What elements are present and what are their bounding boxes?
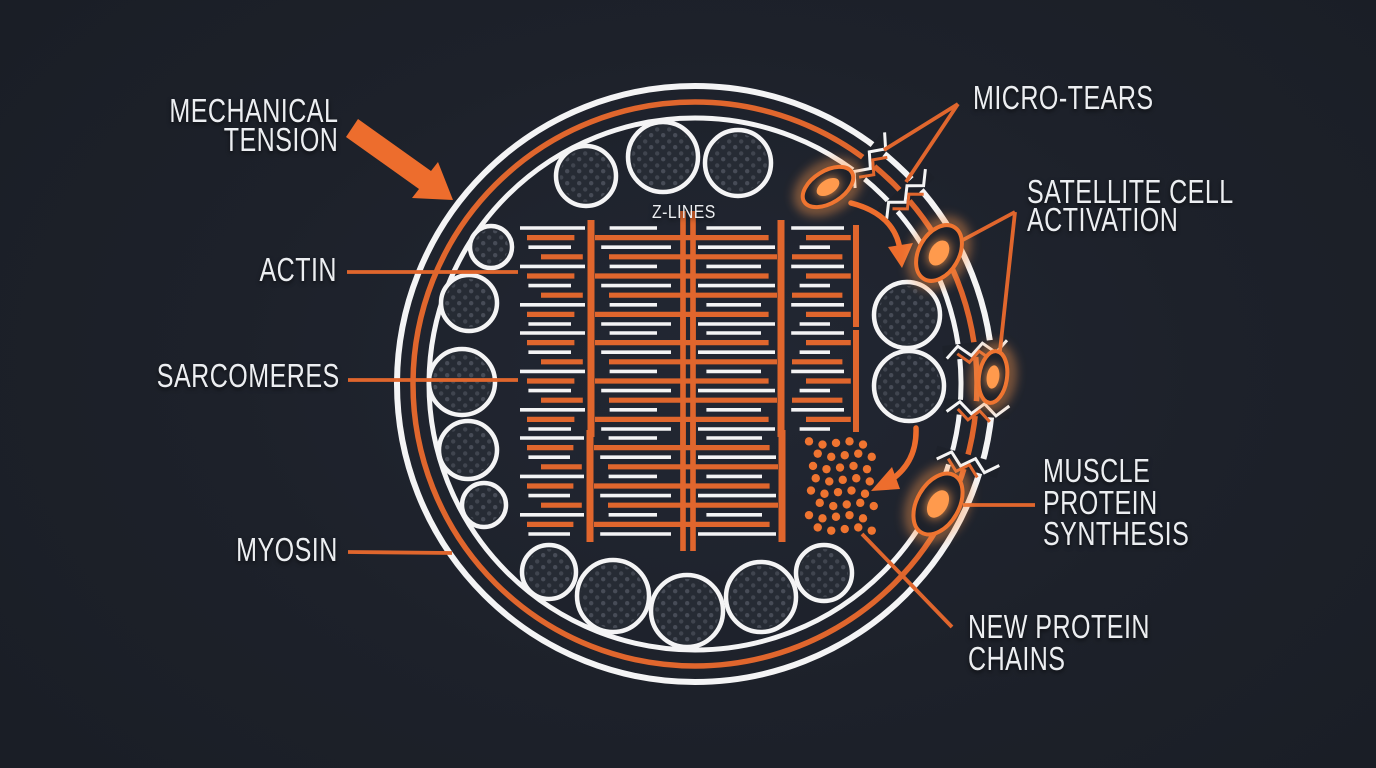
satellite-line2: ACTIVATION (1027, 200, 1179, 238)
mechanical-tension-line2: TENSION (223, 121, 338, 158)
npc-leader (860, 532, 954, 629)
npc-line1: NEW PROTEIN (968, 608, 1150, 645)
micro-tears-label: MICRO-TEARS (973, 79, 1154, 116)
actin-label: ACTIN (259, 251, 337, 288)
satellite-cell (970, 343, 1016, 411)
tear-to-satellite-arrow (848, 200, 903, 253)
z-lines-label: Z-LINES (652, 202, 716, 222)
mps-line2: PROTEIN (1043, 483, 1158, 521)
sarcomeres-label: SARCOMERES (157, 357, 340, 394)
satellite-leader-b (997, 211, 1017, 361)
mps-line3: SYNTHESIS (1043, 515, 1190, 552)
mps-line1: MUSCLE (1043, 452, 1151, 489)
satellite-cells (794, 158, 1016, 543)
satellite-cell (905, 465, 971, 543)
satellite-cell-activation-label: SATELLITE CELL ACTIVATION (1027, 173, 1234, 238)
mechanical-tension-label: MECHANICAL TENSION (168, 92, 338, 158)
npc-line2: CHAINS (968, 640, 1066, 677)
myofibril-circles (426, 119, 947, 650)
myosin-leader (347, 550, 453, 555)
new-protein-chain-dots (804, 437, 878, 535)
satellite-line1: SATELLITE CELL (1027, 173, 1234, 210)
micro-tears-leader-b (904, 102, 960, 184)
myosin-label: MYOSIN (236, 531, 338, 568)
process-arrows (848, 200, 919, 491)
satellite-cell (794, 158, 862, 216)
mechanical-tension-line1: MECHANICAL (168, 92, 338, 129)
leader-lines (347, 102, 1035, 629)
satellite-cell (908, 217, 970, 289)
muscle-protein-synthesis-label: MUSCLE PROTEIN SYNTHESIS (1043, 452, 1190, 552)
sarcomere-bands (520, 211, 859, 551)
new-protein-chains-label: NEW PROTEIN CHAINS (968, 608, 1150, 677)
micro-tears-leader-a (882, 102, 960, 152)
mechanical-tension-arrow (346, 119, 453, 200)
